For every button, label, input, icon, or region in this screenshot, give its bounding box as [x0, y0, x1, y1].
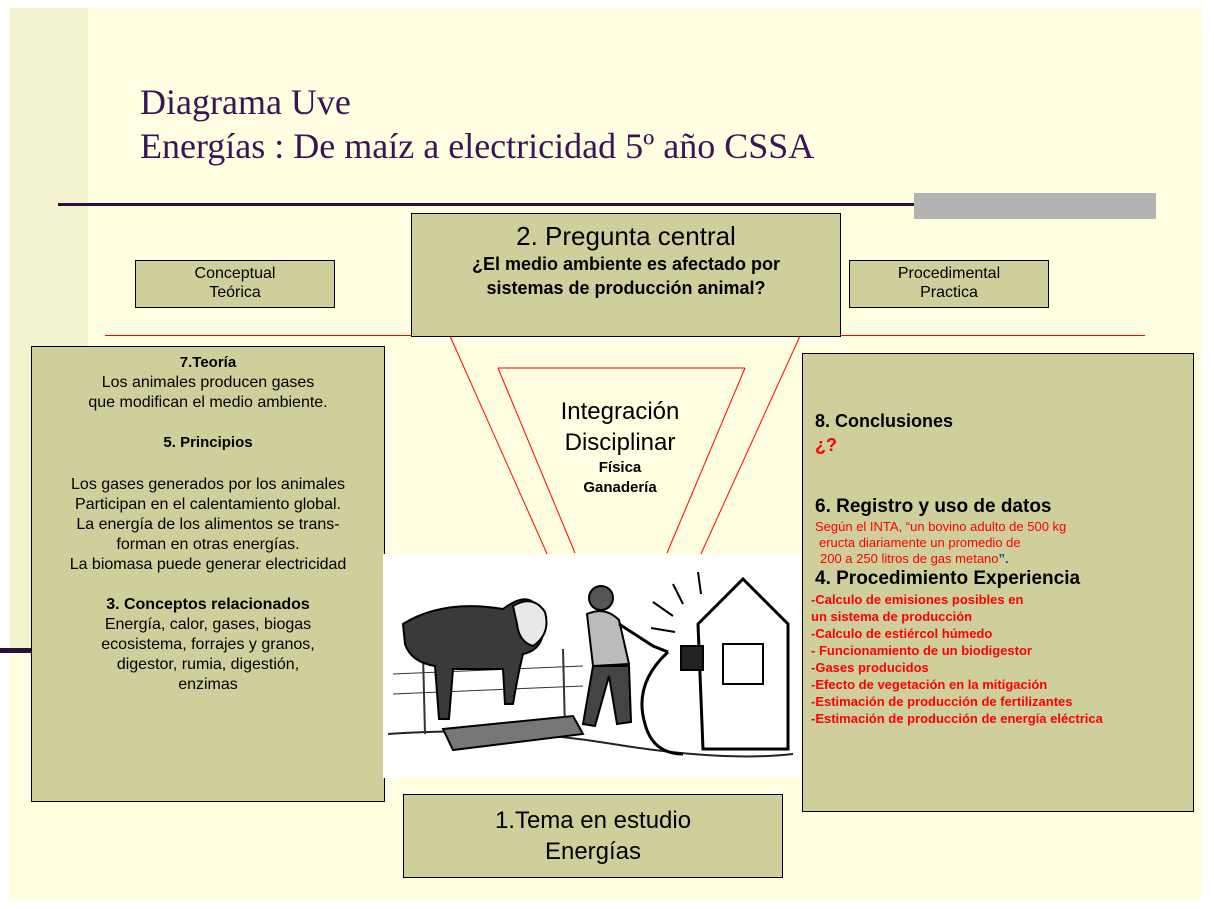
- conceptos-line-4: enzimas: [178, 676, 238, 693]
- registro-line-1: Según el INTA, “un bovino adulto de 500 …: [815, 519, 1067, 534]
- v-inner-right-line: [666, 367, 746, 554]
- pregunta-central-box: 2. Pregunta central ¿El medio ambiente e…: [411, 213, 841, 337]
- procedimiento-item: -Estimación de producción de fertilizant…: [811, 694, 1073, 709]
- pregunta-line-2: sistemas de producción animal?: [486, 278, 766, 298]
- procedimiento-item: -Calculo de emisiones posibles en: [811, 592, 1024, 607]
- integracion-fisica: Física: [598, 459, 642, 476]
- v-outer-left-line: [449, 335, 549, 557]
- registro-heading: 6. Registro y uso de datos: [815, 496, 1052, 517]
- teoria-line-2: que modifican el medio ambiente.: [88, 394, 328, 411]
- principios-line-1: Los gases generados por los animales: [71, 476, 345, 493]
- tema-line-2: Energías: [544, 838, 642, 865]
- procedimiento-item: - Funcionamiento de un biodigestor: [811, 643, 1032, 658]
- integracion-line-2: Disciplinar: [564, 429, 676, 456]
- principios-line-3: La energía de los alimentos se trans-: [76, 516, 340, 533]
- conceptual-label: Conceptual: [194, 265, 276, 282]
- right-panel-procedimental: 8. Conclusiones ¿? 6. Registro y uso de …: [802, 353, 1194, 812]
- pregunta-line-1: ¿El medio ambiente es afectado por: [471, 254, 781, 274]
- conclusiones-value: ¿?: [815, 435, 837, 455]
- left-divider: [0, 648, 34, 653]
- slide-title: Diagrama Uve Energías : De maíz a electr…: [140, 80, 814, 168]
- principios-line-2: Participan en el calentamiento global.: [75, 496, 341, 513]
- integracion-ganaderia: Ganadería: [583, 479, 657, 496]
- practica-label: Practica: [920, 284, 978, 301]
- illustration-drawing: [387, 571, 794, 758]
- procedimiento-item: -Calculo de estiércol húmedo: [811, 626, 993, 641]
- tema-en-estudio-box: 1.Tema en estudio Energías: [403, 794, 783, 878]
- registro-close-quote: ”.: [998, 551, 1009, 566]
- procedimental-practica-tag: Procedimental Practica: [849, 260, 1049, 308]
- conceptos-line-1: Energía, calor, gases, biogas: [104, 616, 312, 633]
- integracion-line-1: Integración: [560, 398, 680, 425]
- integracion-disciplinar: Integración Disciplinar Física Ganadería: [520, 396, 720, 498]
- title-divider: [58, 203, 1156, 206]
- cow-biodigestor-illustration: [383, 554, 800, 778]
- registro-line-3-wrap: 200 a 250 litros de gas metano”.: [815, 551, 1193, 567]
- principios-line-4: forman en otras energías.: [116, 536, 300, 553]
- conceptos-heading: 3. Conceptos relacionados: [106, 596, 310, 613]
- pregunta-heading: 2. Pregunta central: [516, 221, 736, 251]
- conceptos-line-2: ecosistema, forrajes y granos,: [101, 636, 315, 653]
- v-inner-left-line: [497, 367, 576, 554]
- principios-line-5: La biomasa puede generar electricidad: [69, 556, 347, 573]
- procedimiento-list: -Calculo de emisiones posibles en un sis…: [811, 591, 1193, 727]
- teorica-label: Teórica: [209, 284, 261, 301]
- registro-line-3: 200 a 250 litros de gas metano: [820, 551, 999, 566]
- title-accent-bar: [914, 193, 1156, 219]
- conceptual-teorica-tag: Conceptual Teórica: [135, 260, 335, 308]
- left-panel-teoria: 7.Teoría Los animales producen gases que…: [31, 346, 385, 802]
- procedimental-label: Procedimental: [897, 265, 1001, 282]
- registro-line-2: eructa diariamente un promedio de: [819, 535, 1021, 550]
- procedimiento-heading: 4. Procedimiento Experiencia: [815, 568, 1081, 589]
- procedimiento-item: un sistema de producción: [811, 609, 973, 624]
- teoria-line-1: Los animales producen gases: [101, 374, 315, 391]
- procedimiento-item: -Estimación de producción de energía elé…: [811, 711, 1103, 726]
- v-outer-right-line: [699, 335, 801, 557]
- procedimiento-item: -Gases producidos: [811, 660, 929, 675]
- title-line-1: Diagrama Uve: [140, 82, 351, 122]
- principios-heading: 5. Principios: [163, 434, 253, 451]
- tema-line-1: 1.Tema en estudio: [494, 807, 692, 834]
- conceptos-line-3: digestor, rumia, digestión,: [116, 656, 300, 673]
- procedimiento-item: -Efecto de vegetación en la mitigación: [811, 677, 1048, 692]
- conclusiones-heading: 8. Conclusiones: [815, 411, 954, 431]
- teoria-heading: 7.Teoría: [179, 354, 237, 371]
- title-line-2: Energías : De maíz a electricidad 5º año…: [140, 126, 815, 166]
